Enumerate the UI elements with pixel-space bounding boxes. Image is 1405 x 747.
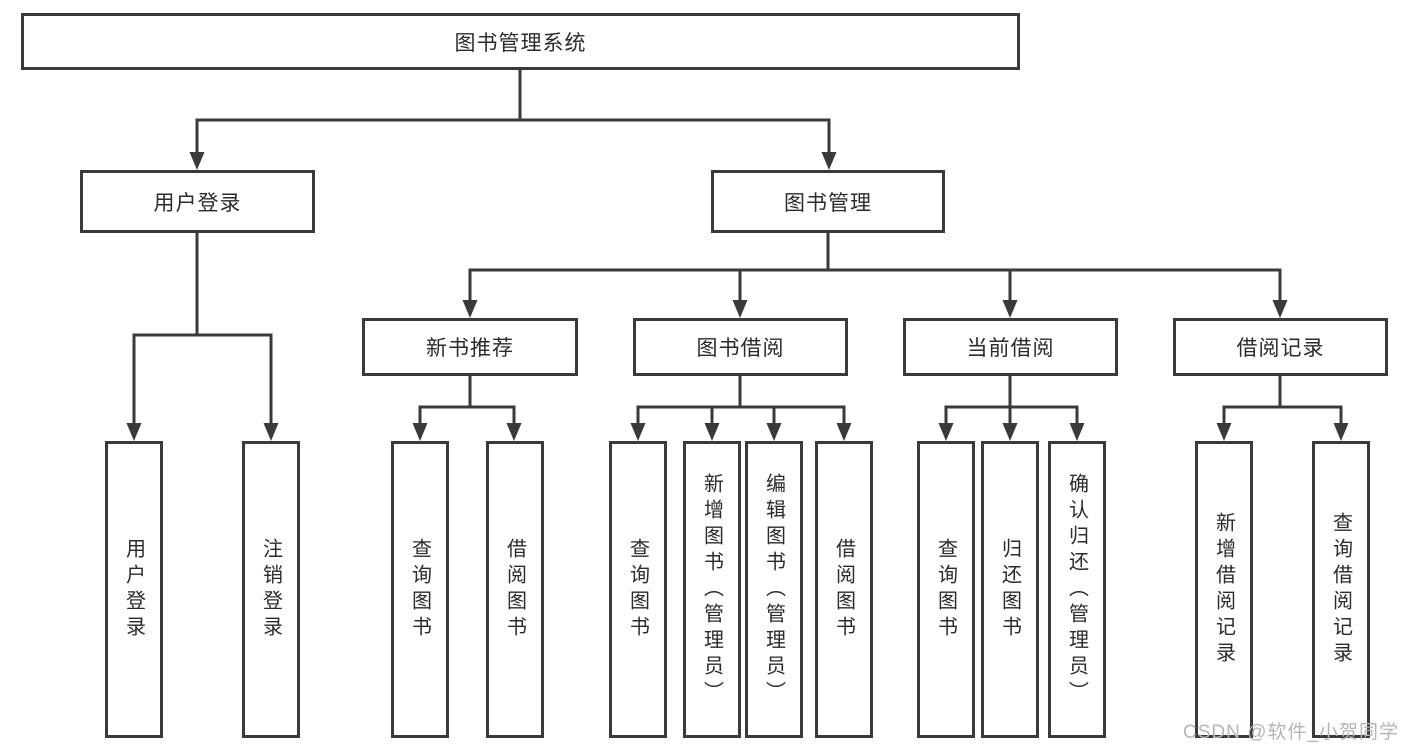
leaf-add-borrow-record: 新增借阅记录 bbox=[1195, 441, 1253, 738]
node-label: 新增图书（管理员） bbox=[700, 472, 723, 707]
node-label: 新书推荐 bbox=[426, 337, 514, 360]
leaf-borrow-books-recommend: 借阅图书 bbox=[486, 441, 544, 738]
node-label: 用户登录 bbox=[122, 537, 145, 642]
node-label: 查询图书 bbox=[934, 537, 957, 642]
node-label: 借阅记录 bbox=[1236, 337, 1325, 360]
leaf-user-login: 用户登录 bbox=[105, 441, 163, 738]
node-label: 注销登录 bbox=[259, 537, 282, 642]
node-label: 查询图书 bbox=[408, 537, 431, 642]
node-label: 确认归还（管理员） bbox=[1065, 472, 1088, 707]
node-label: 图书管理系统 bbox=[454, 31, 587, 55]
leaf-confirm-return-admin: 确认归还（管理员） bbox=[1048, 441, 1106, 738]
leaf-add-books-admin: 新增图书（管理员） bbox=[683, 441, 741, 738]
node-current-borrowing: 当前借阅 bbox=[903, 318, 1118, 376]
leaf-borrow-books: 借阅图书 bbox=[815, 441, 873, 738]
leaf-query-borrow-record: 查询借阅记录 bbox=[1312, 441, 1370, 738]
node-label: 借阅图书 bbox=[832, 537, 855, 642]
node-label: 查询借阅记录 bbox=[1329, 511, 1352, 668]
node-book-borrowing: 图书借阅 bbox=[633, 318, 848, 376]
node-label: 借阅图书 bbox=[503, 537, 526, 642]
node-library-management-system: 图书管理系统 bbox=[21, 13, 1020, 70]
watermark: CSDN @软件_小贺同学 bbox=[1183, 722, 1399, 743]
node-label: 用户登录 bbox=[153, 191, 242, 215]
node-label: 当前借阅 bbox=[966, 337, 1055, 360]
leaf-query-books-current: 查询图书 bbox=[917, 441, 975, 738]
leaf-edit-books-admin: 编辑图书（管理员） bbox=[745, 441, 803, 738]
node-label: 图书借阅 bbox=[696, 337, 785, 360]
leaf-query-books-recommend: 查询图书 bbox=[391, 441, 449, 738]
node-borrowing-records: 借阅记录 bbox=[1173, 318, 1388, 376]
leaf-logout: 注销登录 bbox=[242, 441, 300, 738]
node-label: 查询图书 bbox=[626, 537, 649, 642]
leaf-query-books-borrowing: 查询图书 bbox=[609, 441, 667, 738]
node-label: 图书管理 bbox=[784, 191, 872, 215]
node-user-login: 用户登录 bbox=[80, 170, 315, 233]
leaf-return-books: 归还图书 bbox=[981, 441, 1039, 738]
node-book-management: 图书管理 bbox=[711, 170, 945, 233]
node-label: 新增借阅记录 bbox=[1212, 511, 1235, 668]
node-new-book-recommend: 新书推荐 bbox=[362, 318, 578, 376]
node-label: 编辑图书（管理员） bbox=[762, 472, 785, 707]
node-label: 归还图书 bbox=[998, 537, 1021, 642]
